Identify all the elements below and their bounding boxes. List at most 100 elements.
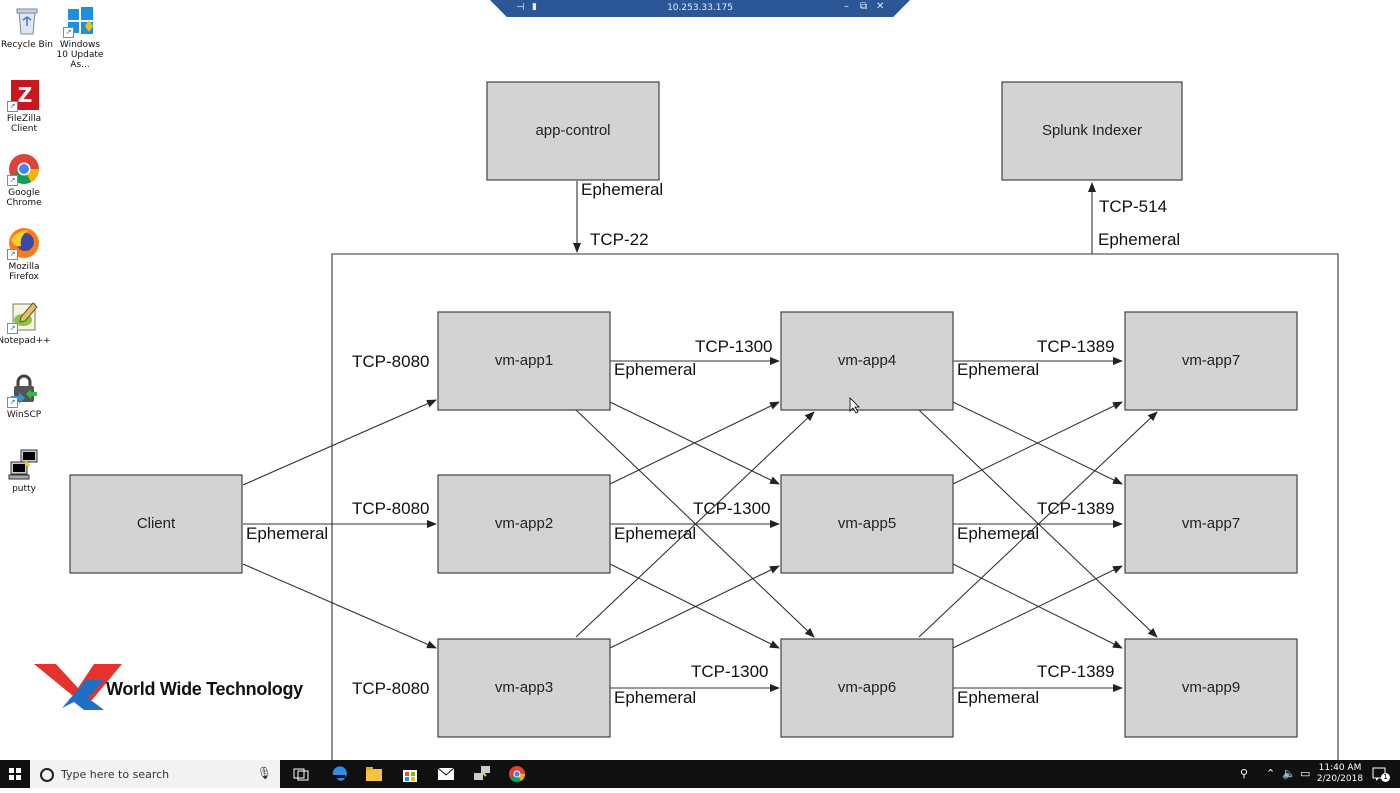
edge-label-tcp514: TCP-514 <box>1099 197 1167 216</box>
wwt-logo: World Wide Technology <box>34 660 304 712</box>
shortcut-arrow-icon: ↗ <box>7 249 18 260</box>
wwt-logo-text: World Wide Technology <box>106 679 303 699</box>
desktop-icon-winscp[interactable]: ↗ WinSCP <box>0 374 51 420</box>
desktop-icon-label: FileZilla Client <box>6 114 42 134</box>
store-icon[interactable] <box>393 760 427 788</box>
microphone-icon[interactable]: 🎙 <box>256 766 272 780</box>
edge-label-ephemeral: Ephemeral <box>957 524 1039 543</box>
start-button[interactable] <box>0 760 30 788</box>
desktop-icon-filezilla[interactable]: Z ↗ FileZilla Client <box>0 78 51 134</box>
node-splunk-indexer: Splunk Indexer <box>1001 81 1183 181</box>
node-client: Client <box>69 474 243 574</box>
edge-label-tcp8080: TCP-8080 <box>352 679 429 698</box>
node-vm-app3: vm-app3 <box>437 638 611 738</box>
node-vm-app9: vm-app9 <box>1124 638 1298 738</box>
node-vm-app4: vm-app4 <box>780 311 954 411</box>
node-vm-app7-middle: vm-app7 <box>1124 474 1298 574</box>
node-app-control: app-control <box>486 81 660 181</box>
desktop-icon-recycle-bin[interactable]: Recycle Bin <box>0 4 54 50</box>
mail-icon[interactable] <box>429 760 463 788</box>
recycle-bin-icon <box>10 4 44 38</box>
notepad-plus-plus-icon: ↗ <box>7 300 41 334</box>
desktop-icon-chrome[interactable]: ↗ Google Chrome <box>0 152 51 208</box>
edge-label-ephemeral: Ephemeral <box>957 360 1039 379</box>
edge-label-tcp22: TCP-22 <box>590 230 649 249</box>
mouse-cursor-icon <box>849 397 860 414</box>
desktop-icon-putty[interactable]: putty <box>0 448 51 494</box>
edge-label-ephemeral: Ephemeral <box>1098 230 1180 249</box>
shortcut-arrow-icon: ↗ <box>7 323 18 334</box>
rdp-close-button[interactable]: ✕ <box>876 1 885 12</box>
desktop-icon-firefox[interactable]: ↗ Mozilla Firefox <box>0 226 51 282</box>
node-label: vm-app6 <box>838 679 896 696</box>
edge-label-ephemeral: Ephemeral <box>246 524 328 543</box>
desktop-icon-label: Mozilla Firefox <box>8 262 40 282</box>
desktop-icon-label: putty <box>12 484 36 494</box>
edge-labels: Ephemeral TCP-22 TCP-514 Ephemeral TCP-8… <box>246 180 1180 707</box>
edge-vm3-vm4 <box>575 411 815 638</box>
edge-label-ephemeral: Ephemeral <box>957 688 1039 707</box>
remote-desktop-bar[interactable]: ⊣ ▮ 10.253.33.175 – ⧉ ✕ <box>490 0 910 17</box>
search-placeholder: Type here to search <box>61 768 170 781</box>
volume-icon[interactable]: 🔈 <box>1282 767 1296 780</box>
chevron-up-icon[interactable]: ⌃ <box>1266 767 1276 780</box>
shortcut-arrow-icon: ↗ <box>7 101 18 112</box>
edge-label-ephemeral: Ephemeral <box>614 360 696 379</box>
node-vm-app2: vm-app2 <box>437 474 611 574</box>
shortcut-arrow-icon: ↗ <box>63 27 74 38</box>
node-label: Splunk Indexer <box>1042 122 1142 139</box>
edge-label-tcp1300: TCP-1300 <box>691 662 768 681</box>
node-label: vm-app2 <box>495 515 553 532</box>
edge-label-tcp1389: TCP-1389 <box>1037 337 1114 356</box>
firefox-icon: ↗ <box>7 226 41 260</box>
node-vm-app7-top: vm-app7 <box>1124 311 1298 411</box>
edge-label-ephemeral: Ephemeral <box>614 524 696 543</box>
edge-vm2-vm4 <box>609 401 780 485</box>
people-icon[interactable]: ⚲ <box>1240 767 1249 780</box>
edge-label-tcp8080: TCP-8080 <box>352 499 429 518</box>
desktop-icon-label: Notepad++ <box>0 336 51 346</box>
desktop-icon-label: Google Chrome <box>6 188 42 208</box>
cortana-icon <box>40 768 54 782</box>
file-explorer-icon[interactable] <box>357 760 391 788</box>
edge-vm3-vm5 <box>609 565 780 649</box>
desktop-icon-notepadpp[interactable]: ↗ Notepad++ <box>0 300 51 346</box>
edge-icon[interactable] <box>322 760 356 788</box>
edge-label-tcp1389: TCP-1389 <box>1037 499 1114 518</box>
signal-strength-icon: ▮ <box>532 2 537 12</box>
network-app-icon[interactable] <box>465 760 499 788</box>
clock-time: 11:40 AM <box>1318 763 1362 773</box>
node-label: vm-app9 <box>1182 679 1240 696</box>
node-label: vm-app5 <box>838 515 896 532</box>
node-label: vm-app7 <box>1182 352 1240 369</box>
taskbar-clock[interactable]: 11:40 AM 2/20/2018 <box>1314 763 1366 785</box>
node-label: vm-app7 <box>1182 515 1240 532</box>
winscp-icon: ↗ <box>7 374 41 408</box>
desktop-icon-label: Windows 10 Update As... <box>56 40 104 70</box>
desktop-icon-label: Recycle Bin <box>1 40 53 50</box>
rdp-restore-button[interactable]: ⧉ <box>860 1 868 12</box>
edge-client-vm3 <box>242 563 437 649</box>
network-diagram: app-control Splunk Indexer Client vm-app… <box>69 81 1339 760</box>
pin-icon[interactable]: ⊣ <box>516 2 525 13</box>
svg-text:Z: Z <box>18 83 33 107</box>
node-label: app-control <box>535 122 610 139</box>
chrome-taskbar-icon[interactable] <box>500 760 534 788</box>
windows-update-icon: ↗ <box>63 4 97 38</box>
remote-host-address: 10.253.33.175 <box>667 3 733 13</box>
network-icon[interactable]: ▭ <box>1300 767 1311 780</box>
taskbar-search-box[interactable]: Type here to search 🎙 <box>30 760 280 788</box>
notification-center-icon[interactable]: 1 <box>1372 766 1390 782</box>
notification-badge: 1 <box>1381 773 1390 782</box>
edge-vm5-vm7a <box>952 401 1123 485</box>
task-view-icon[interactable] <box>284 760 318 788</box>
putty-icon <box>7 448 41 482</box>
clock-date: 2/20/2018 <box>1316 774 1364 784</box>
edge-label-tcp8080: TCP-8080 <box>352 352 429 371</box>
edge-client-vm1 <box>242 399 437 486</box>
filezilla-icon: Z ↗ <box>7 78 41 112</box>
edge-label-ephemeral: Ephemeral <box>581 180 663 199</box>
rdp-minimize-button[interactable]: – <box>844 1 849 12</box>
desktop-icon-windows-update[interactable]: ↗ Windows 10 Update As... <box>53 4 107 70</box>
wwt-logo-mark-icon <box>34 664 122 710</box>
